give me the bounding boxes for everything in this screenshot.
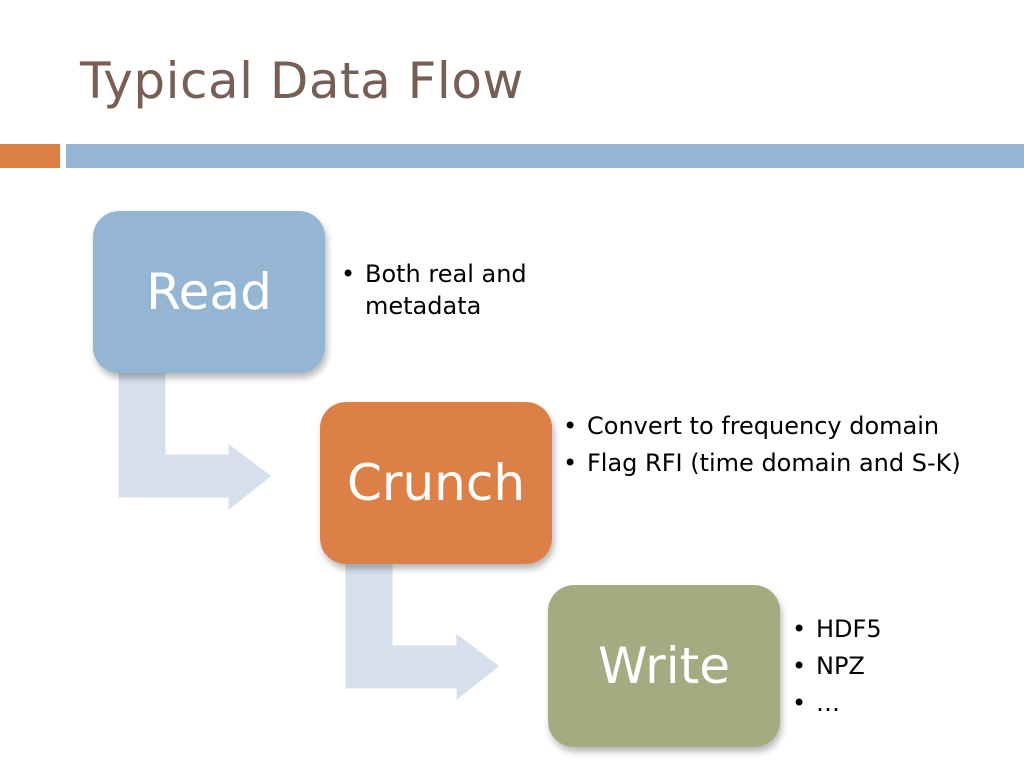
accent-bar: [0, 144, 60, 168]
connector-crunch-to-write: [344, 560, 501, 703]
step-read-label: Read: [146, 263, 272, 321]
step-read: Read: [93, 211, 325, 373]
write-bullets: HDF5 NPZ …: [790, 613, 990, 724]
read-bullet: Both real and metadata: [339, 258, 579, 322]
write-bullet: NPZ: [790, 650, 990, 682]
step-write-label: Write: [597, 637, 730, 695]
write-bullet: …: [790, 687, 990, 719]
crunch-bullets: Convert to frequency domain Flag RFI (ti…: [561, 410, 1021, 484]
crunch-bullet: Flag RFI (time domain and S-K): [561, 447, 1021, 479]
connector-read-to-crunch: [117, 369, 273, 513]
step-crunch: Crunch: [320, 402, 552, 564]
title-rule: [66, 144, 1024, 168]
slide-title: Typical Data Flow: [80, 52, 524, 110]
read-bullets: Both real and metadata: [339, 258, 579, 327]
write-bullet: HDF5: [790, 613, 990, 645]
step-crunch-label: Crunch: [346, 454, 526, 512]
crunch-bullet: Convert to frequency domain: [561, 410, 1021, 442]
step-write: Write: [548, 585, 780, 747]
